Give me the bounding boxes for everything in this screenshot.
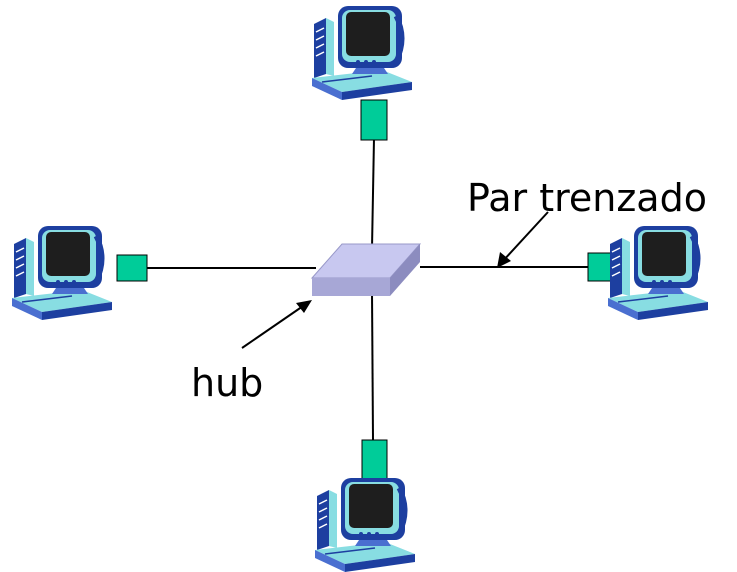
hub-pointer-arrow [241,300,312,349]
cable-top [371,137,375,249]
connector-top [360,99,388,141]
hub-icon [310,243,422,296]
desktop-computer-icon [312,6,412,100]
desktop-computer-icon [12,226,112,320]
cable-label: Par trenzado [467,176,707,220]
desktop-computer-icon [315,478,415,572]
desktop-computer-icon [608,226,708,320]
hub-label: hub [191,361,263,405]
connector-left [116,254,148,282]
cable-pointer-arrow [497,211,549,268]
connector-bottom [361,439,388,485]
cable-bottom [371,291,374,441]
